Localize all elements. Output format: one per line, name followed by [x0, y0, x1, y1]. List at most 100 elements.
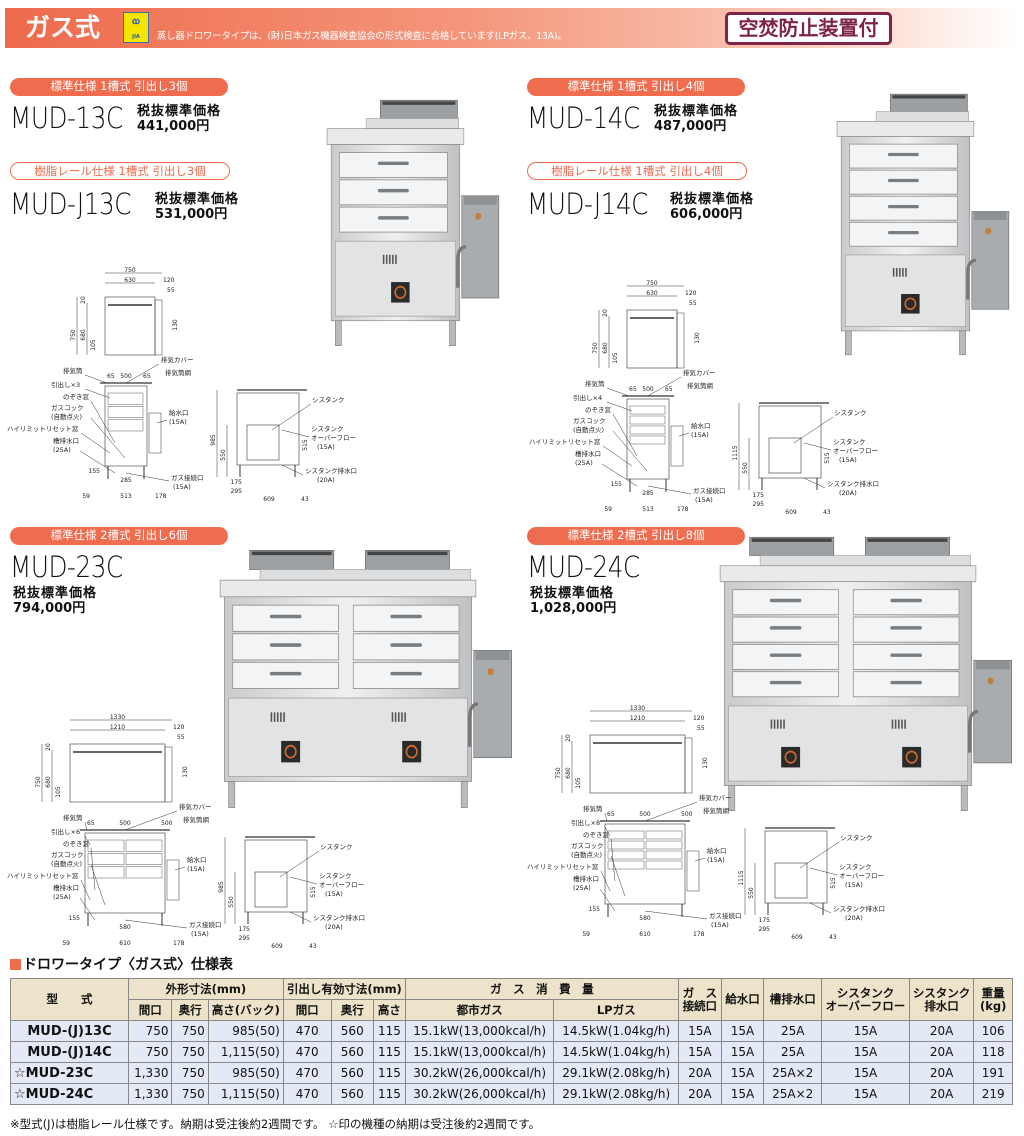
- tank-height-dim: 130: [702, 757, 709, 769]
- callout-label: 引出し×6: [51, 827, 80, 836]
- drawer-handle: [887, 204, 919, 209]
- callout-label: (自動点火): [571, 850, 602, 859]
- spec-tag: 標準仕様 2槽式 引出し6個: [10, 527, 228, 545]
- dim-label: 515: [830, 877, 837, 889]
- leg: [228, 781, 236, 808]
- callout-label: 排気カバー: [161, 355, 194, 364]
- dim-label: 65: [87, 820, 95, 827]
- vent-slot: [891, 719, 894, 729]
- table-cell: 470: [282, 1041, 332, 1063]
- dim-label: 59: [604, 506, 612, 513]
- vent-slot: [401, 712, 403, 722]
- product-photo: [219, 550, 512, 808]
- callout-label: 排気筒網: [183, 815, 210, 824]
- table-cell: 25A×2: [763, 1083, 823, 1105]
- leg: [728, 785, 736, 812]
- gas-control-box: [391, 282, 410, 303]
- dim-label: 610: [119, 940, 131, 947]
- width-dim: 1330: [630, 705, 645, 712]
- callout-label: シスタンク: [833, 437, 866, 446]
- leg: [449, 320, 456, 347]
- vent-slot: [899, 267, 901, 277]
- inner-height-dim: 680: [602, 342, 609, 354]
- table-cell: 750: [128, 1020, 173, 1042]
- drawer-handle: [269, 671, 302, 676]
- vent-slot: [898, 719, 900, 729]
- callout-label: シスタンク: [840, 833, 873, 842]
- callout-label: ハイリミットリセット窓: [527, 862, 599, 871]
- table-cell: 20A: [908, 1041, 975, 1063]
- dim-label: 500: [120, 373, 132, 380]
- callout-label: シスタンク排水口: [305, 466, 357, 475]
- vent-slot: [391, 712, 394, 722]
- leg-dim: 105: [55, 786, 62, 798]
- callout-label: 引出し×3: [51, 380, 80, 389]
- table-cell: 750: [171, 1020, 209, 1042]
- table-cell: 191: [973, 1062, 1013, 1084]
- alt-price: 606,000円: [670, 207, 743, 222]
- tank-height-dim: 130: [694, 332, 701, 344]
- dim-label: 550: [228, 896, 235, 908]
- width-dim: 750: [124, 267, 136, 274]
- col-drawer-dims: 引出し有効寸法(mm): [282, 978, 406, 1000]
- table-cell: 1,115(50): [207, 1083, 284, 1105]
- dim-label: 59: [582, 931, 590, 938]
- table-cell: 14.5kW(1.04kg/h): [553, 1041, 679, 1063]
- vent-slot: [270, 712, 273, 722]
- alt-model-name: MUD-J13C: [10, 187, 132, 221]
- table-cell: 15.1kW(13,000kcal/h): [404, 1020, 555, 1042]
- alt-price: 531,000円: [155, 207, 228, 222]
- drawer: [849, 143, 958, 169]
- alt-spec-tag: 樹脂レール仕様 1槽式 引出し3個: [10, 162, 230, 180]
- table-cell: 985(50): [207, 1062, 284, 1084]
- callout-label: ガスコック: [571, 841, 604, 850]
- dim-label: 500: [161, 820, 173, 827]
- callout-label: (自動点火): [51, 859, 82, 868]
- table-cell: 15A: [720, 1062, 765, 1084]
- gas-control-box: [402, 740, 422, 763]
- drawer: [849, 169, 958, 195]
- cistank: [473, 650, 512, 758]
- dim-label: 1115: [732, 445, 739, 460]
- callout-label: (20A): [845, 914, 863, 922]
- price-label: 税抜標準価格: [530, 586, 615, 601]
- callout-label: 排気筒: [63, 813, 83, 822]
- table-cell: 15.1kW(13,000kcal/h): [404, 1041, 555, 1063]
- product-photo: [326, 99, 500, 347]
- dim-label: 178: [155, 493, 167, 500]
- callout-label: (15A): [169, 418, 187, 426]
- vent-slot: [382, 254, 385, 264]
- callout-label: オーバーフロー: [319, 881, 364, 889]
- dry-fire-prevention-badge: 空焚防止装置付: [725, 12, 892, 45]
- water-pipe: [966, 258, 977, 300]
- spec-tag: 標準仕様 1槽式 引出し4個: [527, 78, 745, 96]
- gas-control-box: [281, 740, 301, 763]
- flame-icon: ⲱ: [132, 14, 140, 27]
- spec-tag: 標準仕様 1槽式 引出し3個: [10, 78, 228, 96]
- model-name: MUD-23C: [10, 550, 123, 584]
- dim-label: 43: [823, 509, 831, 516]
- drawer-handle: [377, 188, 409, 193]
- top-dim: 20: [602, 309, 609, 317]
- leg: [845, 330, 852, 356]
- callout-label: シスタンク: [839, 862, 872, 871]
- dim-label: 609: [791, 934, 803, 941]
- callout-label: (15A): [839, 456, 857, 464]
- vent-slot: [273, 712, 276, 722]
- table-cell: 115: [372, 1041, 406, 1063]
- alt-spec-tag: 樹脂レール仕様 1槽式 引出し4個: [527, 162, 747, 180]
- table-cell: 15A: [821, 1083, 910, 1105]
- col-outer-dims: 外形寸法(mm): [128, 978, 284, 1000]
- drawer: [732, 671, 839, 698]
- table-cell: 15A: [720, 1020, 765, 1042]
- drawer: [352, 604, 460, 632]
- dim-label: 59: [62, 940, 70, 947]
- width-dim: 750: [646, 280, 658, 287]
- dim-label: 515: [310, 886, 317, 898]
- dim-label: 515: [824, 452, 831, 464]
- price: 794,000円: [13, 601, 86, 616]
- vent-slot: [780, 719, 782, 729]
- countertop: [719, 565, 977, 583]
